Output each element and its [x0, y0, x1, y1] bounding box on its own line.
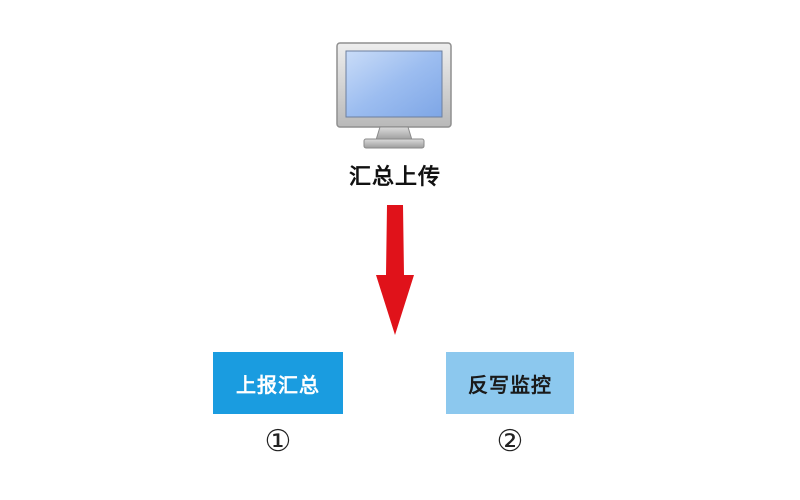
- step-box-report-summary: 上报汇总: [213, 352, 343, 414]
- down-arrow: [376, 205, 414, 335]
- step-number: ②: [496, 424, 524, 459]
- top-node-label: 汇总上传: [348, 165, 441, 190]
- step-box-writeback-monitor: 反写监控: [446, 352, 574, 414]
- step-label: 上报汇总: [236, 372, 320, 397]
- step-label: 反写监控: [468, 372, 552, 397]
- step-number: ①: [264, 424, 292, 459]
- monitor-icon: [336, 42, 452, 149]
